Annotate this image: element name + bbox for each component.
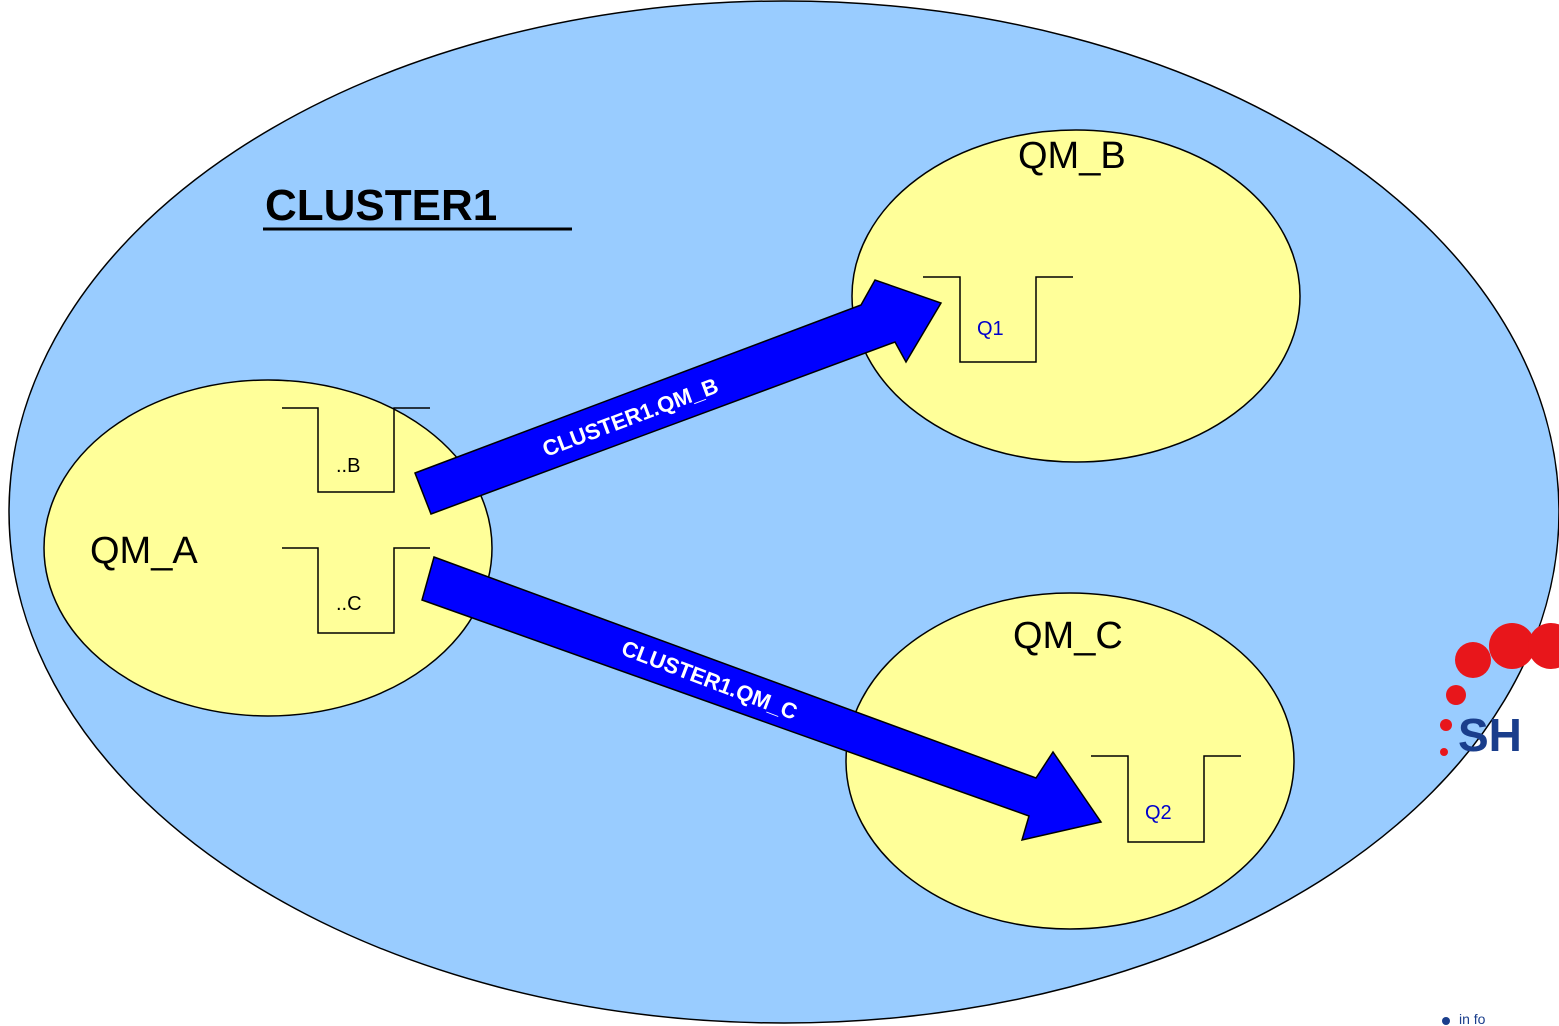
queue-label-b: ..B [336, 455, 360, 477]
qm-b-label: QM_B [1018, 135, 1126, 177]
logo-dot [1489, 623, 1535, 669]
queue-label-c: ..C [336, 593, 362, 615]
queue-icon-b [282, 407, 430, 493]
qm-c-label: QM_C [1013, 615, 1123, 657]
logo-dot [1440, 719, 1452, 731]
queue-icon-q2 [1091, 755, 1241, 843]
qm-b-ellipse [851, 129, 1301, 463]
arrow-shape-to-c [421, 556, 1103, 842]
qm-a-ellipse [43, 379, 493, 717]
logo-text: SH [1458, 709, 1522, 761]
logo-dot [1440, 748, 1448, 756]
arrow-shape-to-b [414, 279, 943, 515]
queue-icon-q1 [923, 276, 1073, 363]
logo-tagline: in fo [1459, 1011, 1486, 1026]
logo-dot [1442, 1017, 1450, 1025]
logo-dot [1446, 685, 1466, 705]
queue-label-q1: Q1 [977, 318, 1004, 340]
logo-dot [1455, 642, 1491, 678]
cluster-title: CLUSTER1 [265, 181, 497, 230]
queue-label-q2: Q2 [1145, 802, 1172, 824]
queue-icon-c [282, 547, 430, 634]
share-logo: SH in fo [1440, 623, 1559, 1026]
qm-c-ellipse [845, 592, 1295, 930]
qm-a-label: QM_A [90, 530, 198, 572]
logo-dot [1528, 623, 1559, 669]
